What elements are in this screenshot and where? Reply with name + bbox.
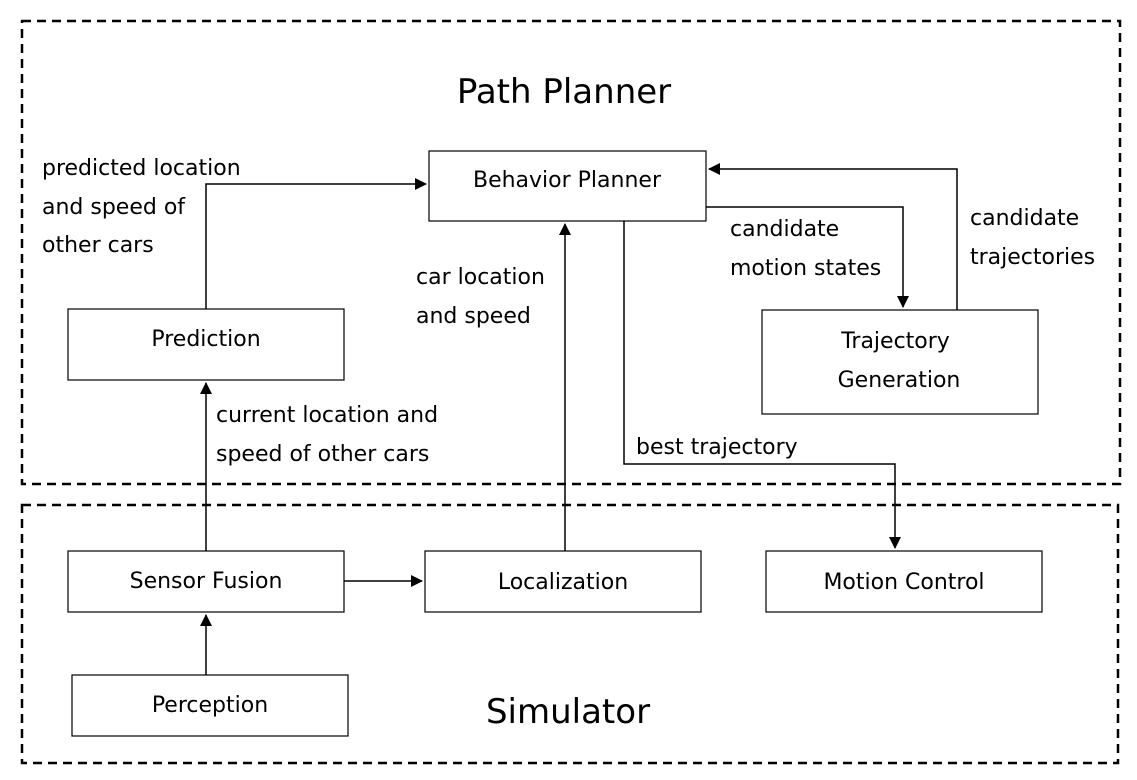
- simulator-region: [20, 503, 1120, 765]
- path-planner-title: Path Planner: [457, 72, 671, 112]
- car-location-label: car location and speed: [416, 265, 552, 329]
- sensor-fusion-label: Sensor Fusion: [130, 569, 283, 594]
- path-planner-region: [20, 19, 1122, 486]
- motion-control-box: [765, 550, 1043, 613]
- edge-prediction-to-behavior: [205, 178, 427, 309]
- candidate-motion-states-label: candidate motion states: [730, 217, 881, 281]
- motion-control-label: Motion Control: [823, 570, 984, 595]
- prediction-label: Prediction: [151, 327, 260, 352]
- perception-box: [71, 674, 349, 737]
- simulator-title: Simulator: [486, 692, 650, 732]
- perception-label: Perception: [152, 693, 268, 718]
- sensor-fusion-box: [67, 550, 345, 613]
- current-location-label: current location and speed of other cars: [216, 403, 445, 467]
- prediction-box: [67, 308, 345, 381]
- edge-trajectory-to-behavior: [708, 163, 958, 310]
- trajectory-generation-label: Trajectory Generation: [838, 329, 961, 393]
- behavior-planner-label: Behavior Planner: [473, 168, 662, 193]
- edge-behavior-to-trajectory: [706, 206, 909, 308]
- edge-behavior-to-motion-control: [623, 221, 901, 549]
- localization-box: [424, 550, 702, 613]
- localization-label: Localization: [498, 570, 628, 595]
- best-trajectory-label: best trajectory: [636, 435, 798, 460]
- predicted-location-label: predicted location and speed of other ca…: [42, 156, 248, 258]
- candidate-trajectories-label: candidate trajectories: [970, 206, 1095, 270]
- behavior-planner-box: [428, 150, 707, 222]
- trajectory-generation-box: [761, 309, 1039, 415]
